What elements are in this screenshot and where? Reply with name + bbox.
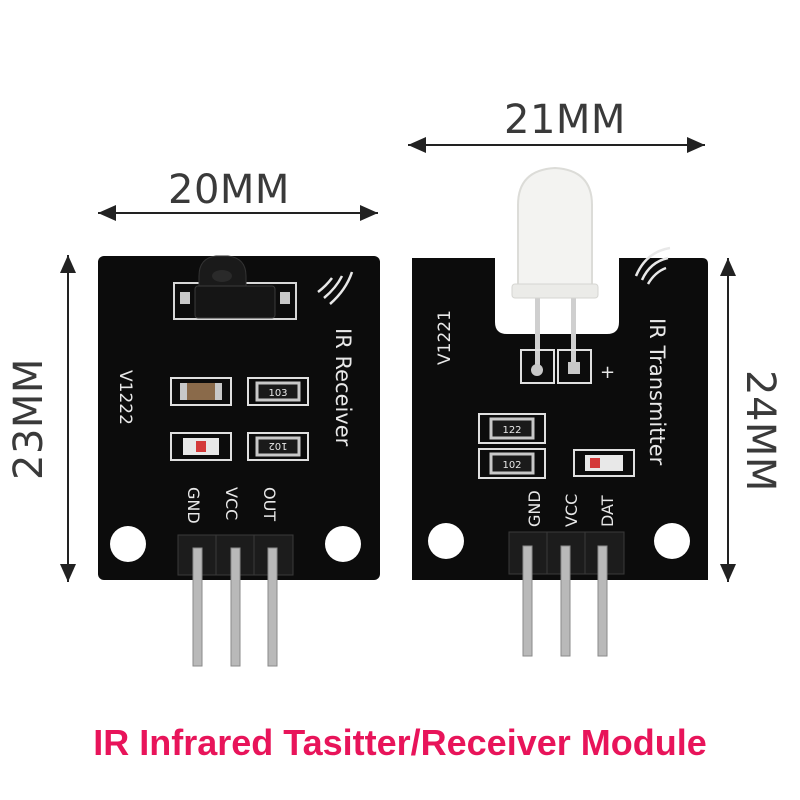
transmitter-width-label: 21MM [504, 97, 626, 143]
transmitter-resistor-102 [478, 448, 546, 479]
receiver-version: V1222 [115, 370, 135, 425]
receiver-width-label: 20MM [168, 167, 290, 213]
receiver-capacitor [170, 377, 232, 406]
transmitter-mount-hole-left [428, 523, 464, 559]
receiver-led [170, 432, 232, 461]
receiver-pin-3 [267, 547, 278, 667]
receiver-resistor-2-label: 102 [268, 440, 287, 451]
transmitter-version: V1221 [435, 310, 455, 365]
signal-waves-icon [317, 271, 354, 305]
product-caption: IR Infrared Tasitter/Receiver Module [93, 722, 707, 763]
receiver-resistor-102 [247, 432, 309, 461]
receiver-pin-label-1: GND [184, 487, 203, 524]
transmitter-pin-1 [522, 545, 533, 657]
led-pad-negative [520, 349, 555, 384]
receiver-pin-1 [192, 547, 203, 667]
receiver-pcb [98, 256, 380, 580]
receiver-pin-2 [230, 547, 241, 667]
receiver-mount-hole-right [325, 526, 361, 562]
transmitter-led [573, 449, 635, 477]
ir-receiver-sensor [173, 255, 297, 320]
receiver-pin-label-2: VCC [222, 487, 241, 520]
transmitter-pin-2 [560, 545, 571, 657]
transmitter-resistor-1-label: 122 [502, 425, 521, 436]
transmitter-pcb [412, 258, 708, 580]
transmitter-pin-label-3: DAT [598, 495, 617, 527]
receiver-mount-hole-left [110, 526, 146, 562]
transmitter-mount-hole-right [654, 523, 690, 559]
transmitter-resistor-2-label: 102 [502, 460, 521, 471]
receiver-resistor-1-label: 103 [268, 388, 287, 399]
receiver-pin-label-3: OUT [260, 487, 279, 521]
transmitter-title: IR Transmitter [645, 318, 669, 466]
ir-led [511, 166, 599, 372]
led-pad-positive [557, 349, 592, 384]
transmitter-polarity-mark: + [600, 362, 615, 383]
signal-waves-icon-tx [634, 246, 671, 285]
transmitter-pin-label-1: GND [525, 490, 544, 527]
transmitter-pin-label-2: VCC [562, 494, 581, 527]
transmitter-resistor-122 [478, 413, 546, 444]
receiver-title: IR Receiver [331, 328, 355, 447]
receiver-resistor-103 [247, 377, 309, 406]
transmitter-pin-3 [597, 545, 608, 657]
